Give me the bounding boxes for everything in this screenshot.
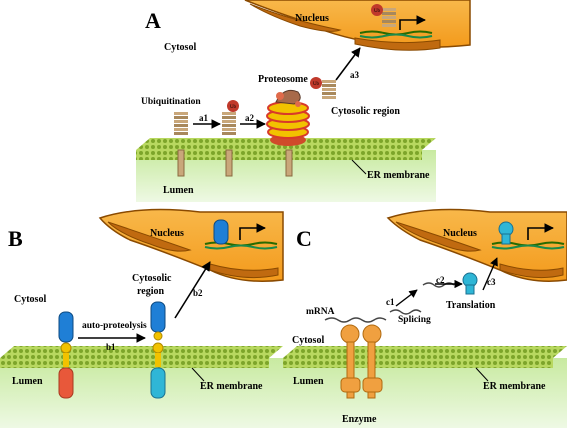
cytosolic-region-a: Ub — [310, 77, 336, 99]
nuclear-receptor-a — [382, 8, 396, 27]
nucleus-label-b: Nucleus — [150, 228, 184, 239]
auto-proteolysis-label: auto-proteolysis — [82, 321, 147, 331]
er-membrane-label-a: ER membrane — [367, 170, 430, 181]
enzyme-icon — [340, 324, 383, 399]
membrane-receptor-a1 — [174, 112, 188, 177]
er-membrane-label-c: ER membrane — [483, 381, 546, 392]
panel-letter-a: A — [145, 8, 161, 33]
mrna-label: mRNA — [306, 307, 335, 317]
nucleus-a: Ub — [244, 0, 471, 51]
panel-letter-c: C — [296, 226, 312, 251]
spliced-mrna — [389, 309, 422, 315]
er-membrane-label-b: ER membrane — [200, 381, 263, 392]
svg-text:c1: c1 — [386, 297, 395, 307]
nuclear-transcription-factor-c — [498, 221, 514, 245]
cytosolic-region-b — [150, 301, 166, 341]
nucleus-c — [386, 208, 567, 282]
nucleus-b — [98, 208, 284, 282]
svg-text:a2: a2 — [245, 113, 255, 123]
svg-text:Ub: Ub — [374, 9, 381, 14]
cleaved-remnant-b — [150, 342, 166, 399]
svg-text:a1: a1 — [199, 113, 209, 123]
panel-letter-b: B — [8, 226, 23, 251]
svg-text:c3: c3 — [487, 277, 496, 287]
lumen-label-a: Lumen — [163, 185, 194, 196]
panel-b: Nucleus B Cytosol Lumen ER membrane auto… — [0, 208, 284, 428]
ubiquitin-icon — [371, 4, 383, 16]
proteosome-icon — [266, 89, 310, 146]
enzyme-label: Enzyme — [342, 414, 377, 425]
panel-c: Nucleus C Cytosol Lumen ER membrane Enzy… — [283, 208, 567, 428]
nucleus-label-c: Nucleus — [443, 228, 477, 239]
svg-text:b1: b1 — [106, 342, 116, 352]
cytosol-label-b: Cytosol — [14, 294, 46, 305]
translation-label: Translation — [446, 300, 496, 311]
nucleus-label-a: Nucleus — [295, 13, 329, 24]
er-membrane-b — [0, 346, 283, 358]
svg-text:b2: b2 — [193, 288, 203, 298]
svg-text:Ub: Ub — [313, 82, 320, 87]
cytosolic-region-label-a: Cytosolic region — [331, 106, 400, 117]
ubiquitination-label: Ubiquitination — [141, 97, 201, 107]
blue-transcription-domain-b — [213, 219, 229, 245]
splicing-label: Splicing — [398, 315, 431, 325]
arrow-c1 — [395, 289, 418, 307]
arrow-b2 — [174, 261, 211, 319]
cytosolic-region-label-b-line1: Cytosolic — [132, 273, 172, 284]
svg-text:a3: a3 — [350, 70, 360, 80]
lumen-label-c: Lumen — [293, 376, 324, 387]
precursor-protein-b — [58, 311, 74, 399]
arrow-a3 — [335, 47, 361, 81]
proteosome-label: Proteosome — [258, 74, 308, 85]
lumen-region-b — [0, 358, 283, 428]
mrna-strand — [324, 317, 387, 323]
translated-protein-c — [462, 272, 478, 295]
cytosol-label-c: Cytosol — [292, 335, 324, 346]
svg-text:Ub: Ub — [230, 105, 237, 110]
lumen-region-c — [283, 358, 567, 428]
er-membrane-c — [283, 346, 567, 358]
cytosol-label-a: Cytosol — [164, 42, 196, 53]
svg-text:c2: c2 — [436, 275, 445, 285]
panel-a: Ub Nucleus A Cytosol Lumen ER membrane U… — [136, 0, 471, 202]
membrane-receptor-a2: Ub — [222, 100, 239, 177]
arrow-c3 — [482, 257, 498, 291]
mature-mrna — [422, 282, 455, 288]
cytosolic-region-label-b-line2: region — [137, 286, 164, 297]
lumen-label-b: Lumen — [12, 376, 43, 387]
